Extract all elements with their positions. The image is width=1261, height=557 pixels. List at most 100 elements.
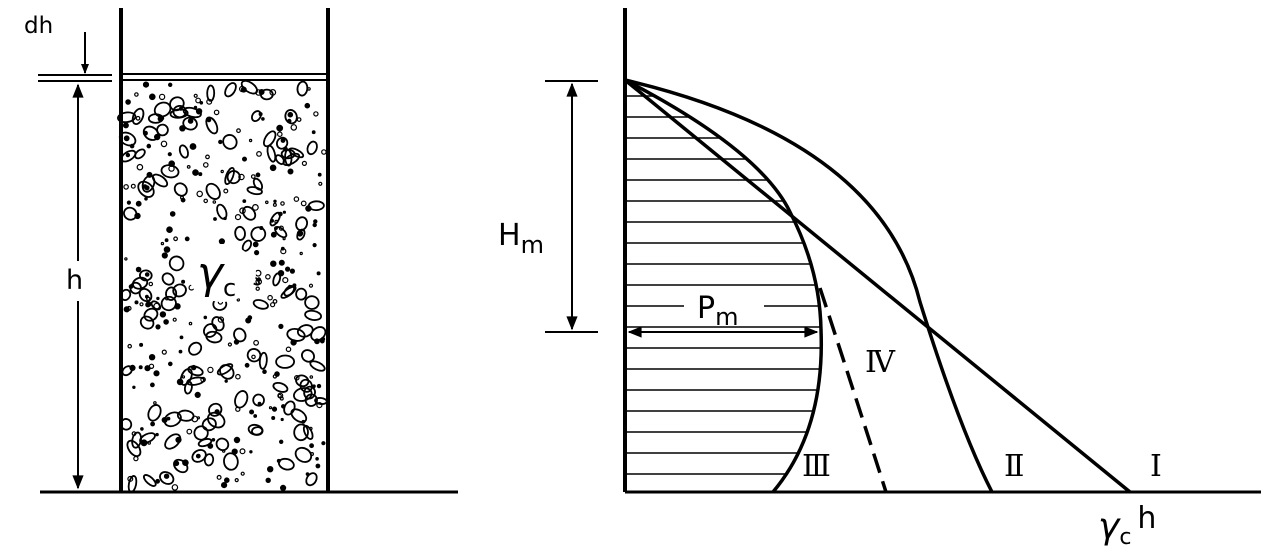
aggregate-particle <box>203 198 209 204</box>
aggregate-particle <box>156 296 160 301</box>
aggregate-particle <box>155 478 161 484</box>
aggregate-particle <box>304 102 311 109</box>
aggregate-particle <box>299 251 303 256</box>
aggregate-particle <box>178 349 183 354</box>
aggregate-particle <box>175 436 182 443</box>
aggregate-particle <box>280 417 284 422</box>
aggregate-particle <box>224 477 230 484</box>
aggregate-particle <box>233 436 241 444</box>
aggregate-particle <box>159 471 175 485</box>
aggregate-particle <box>168 255 185 272</box>
aggregate-particle <box>190 364 197 371</box>
aggregate-particle <box>126 200 131 205</box>
aggregate-particle <box>301 349 315 363</box>
aggregate-particle <box>142 81 150 88</box>
aggregate-particle <box>134 300 139 305</box>
aggregate-particle <box>178 106 183 111</box>
aggregate-particle <box>224 379 228 383</box>
aggregate-particle <box>276 131 283 138</box>
aggregate-particle <box>223 452 239 471</box>
aggregate-particle <box>160 140 168 148</box>
Hm-label: Hm <box>498 218 544 259</box>
aggregate-particle <box>173 236 179 242</box>
aggregate-particle <box>316 383 322 389</box>
aggregate-particle <box>269 164 277 172</box>
aggregate-particle <box>212 200 217 204</box>
curve-II-label: Ⅱ <box>1004 449 1024 484</box>
aggregate-particle <box>195 108 203 115</box>
aggregate-particle <box>295 374 310 388</box>
curve-IV <box>818 287 888 493</box>
aggregate-particle <box>262 130 277 148</box>
aggregate-particle <box>239 448 246 455</box>
aggregate-particle <box>144 365 151 372</box>
aggregate-particle <box>287 168 294 175</box>
aggregate-particle <box>305 205 312 212</box>
aggregate-particle <box>282 152 301 166</box>
aggregate-particle <box>160 164 180 179</box>
aggregate-particle <box>285 346 292 353</box>
aggregate-particle <box>236 128 241 134</box>
aggregate-particle <box>240 86 247 93</box>
aggregate-particle <box>179 335 184 340</box>
aggregate-particle <box>186 164 191 169</box>
aggregate-particle <box>166 416 171 421</box>
aggregate-particle <box>145 296 151 301</box>
aggregate-particle <box>247 423 264 436</box>
aggregate-particle <box>265 273 271 280</box>
aggregate-particle <box>250 174 256 180</box>
aggregate-particle <box>313 219 318 224</box>
aggregate-particle <box>249 409 255 415</box>
aggregate-particle <box>216 474 222 480</box>
aggregate-particle <box>123 135 130 142</box>
aggregate-particle <box>164 238 169 243</box>
aggregate-particle <box>158 93 166 101</box>
aggregate-particle <box>135 200 142 207</box>
gamma-c-label: γc <box>197 248 236 302</box>
aggregate-particle <box>172 317 177 322</box>
aggregate-particle <box>240 471 245 476</box>
aggregate-particle <box>122 122 129 129</box>
aggregate-particle <box>139 432 156 444</box>
aggregate-particle <box>133 455 139 462</box>
curve-III <box>624 78 824 494</box>
h-label-gap <box>62 261 94 301</box>
aggregate-particle <box>305 472 318 487</box>
aggregate-particle <box>276 124 284 132</box>
dh-label: dh <box>24 13 53 39</box>
aggregate-particle <box>224 166 235 186</box>
aggregate-particle <box>213 109 220 116</box>
aggregate-particle <box>234 214 242 221</box>
aggregate-particle <box>248 138 253 143</box>
aggregate-particle <box>201 417 217 432</box>
aggregate-particle <box>278 323 284 329</box>
aggregate-particle <box>163 246 171 253</box>
aggregate-particle <box>134 92 139 97</box>
curve-I <box>623 78 1132 494</box>
aggregate-particle <box>129 143 135 149</box>
aggregate-particle <box>224 82 237 98</box>
aggregate-particle <box>198 172 203 177</box>
aggregate-particle <box>315 463 321 469</box>
aggregate-particle <box>148 354 156 361</box>
aggregate-particle <box>296 230 304 237</box>
aggregate-particle <box>289 268 295 274</box>
aggregate-particle <box>321 441 326 446</box>
aggregate-particle <box>306 140 318 156</box>
curve-III-label: Ⅲ <box>802 449 831 484</box>
aggregate-particle <box>275 136 289 150</box>
aggregate-particle <box>205 330 223 344</box>
aggregate-particle <box>132 276 149 290</box>
aggregate-particle <box>203 323 218 338</box>
aggregate-particle <box>242 156 248 162</box>
aggregate-particle <box>272 374 278 379</box>
aggregate-particle <box>206 411 226 429</box>
aggregate-particle <box>203 162 209 168</box>
aggregate-particle <box>163 319 169 325</box>
aggregate-particle <box>258 351 268 370</box>
aggregate-particle <box>255 172 261 178</box>
aggregate-particle <box>125 99 131 105</box>
aggregate-particle <box>227 342 232 347</box>
aggregate-particle <box>274 371 280 377</box>
aggregate-particle <box>251 110 262 123</box>
